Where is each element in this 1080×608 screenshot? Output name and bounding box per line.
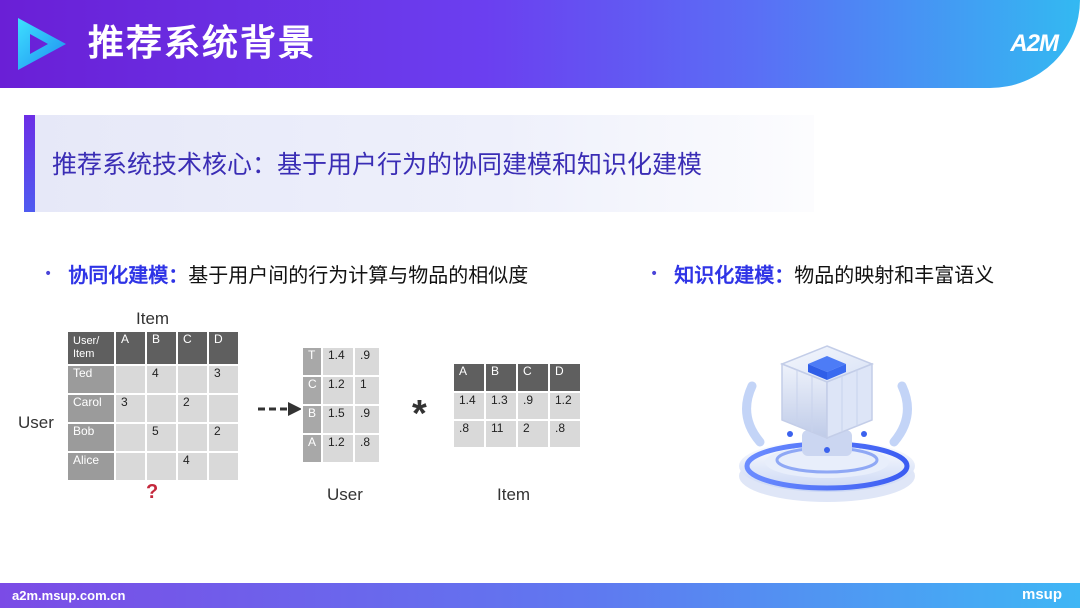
page-title: 推荐系统背景 xyxy=(88,23,317,64)
table-row: C 1.2 1 xyxy=(301,375,381,406)
row-header: Alice xyxy=(66,451,116,482)
matrix-cell: 2 xyxy=(207,422,240,453)
bullet-desc: 物品的映射和丰富语义 xyxy=(794,263,995,287)
row-header: Carol xyxy=(66,393,116,424)
user-axis-label: User xyxy=(18,413,54,432)
matrix-cell: 4 xyxy=(176,451,209,482)
column-header: B xyxy=(145,330,178,366)
item-axis-label: Item xyxy=(136,309,170,328)
matrix-cell: 4 xyxy=(145,364,178,395)
header-bar: 推荐系统背景 A2M xyxy=(0,0,1080,88)
matrix-cell: 2 xyxy=(516,419,550,449)
footer-brand-logo: msup xyxy=(1021,586,1062,603)
column-header: A xyxy=(452,362,486,393)
column-header: D xyxy=(207,330,240,366)
bullet-collaborative: • 协同化建模： 基于用户间的行为计算与物品的相似度 xyxy=(44,259,528,288)
column-header: D xyxy=(548,362,582,393)
row-header: C xyxy=(301,375,323,406)
column-header: B xyxy=(484,362,518,393)
matrix-cell: .8 xyxy=(452,419,486,449)
bullet-dot: • xyxy=(650,265,659,282)
user-factor-matrix: T 1.4 .9 C 1.2 1 B 1.5 .9 A 1.2 .8 xyxy=(301,346,381,464)
table-row: B 1.5 .9 xyxy=(301,404,381,435)
matrix-cell xyxy=(114,364,147,395)
user-matrix-label: User xyxy=(327,485,363,504)
table-row: Carol 3 2 xyxy=(66,393,240,424)
table-row: Ted 4 3 xyxy=(66,364,240,395)
matrix-corner-cell: User/ Item xyxy=(66,330,116,366)
row-header: B xyxy=(301,404,323,435)
column-header: A xyxy=(114,330,147,366)
item-factor-matrix: A B C D 1.4 1.3 .9 1.2 .8 11 2 .8 xyxy=(452,362,582,449)
matrix-cell xyxy=(114,422,147,453)
table-row: A 1.2 .8 xyxy=(301,433,381,464)
column-header: C xyxy=(176,330,209,366)
banner-text: 推荐系统技术核心：基于用户行为的协同建模和知识化建模 xyxy=(52,150,703,179)
row-header: T xyxy=(301,346,323,377)
matrix-cell: 3 xyxy=(114,393,147,424)
column-header: C xyxy=(516,362,550,393)
matrix-cell: 5 xyxy=(145,422,178,453)
matrix-cell: 11 xyxy=(484,419,518,449)
matrix-cell: 1 xyxy=(353,375,381,406)
footer-url[interactable]: a2m.msup.com.cn xyxy=(12,588,126,603)
table-row: T 1.4 .9 xyxy=(301,346,381,377)
item-matrix-label: Item xyxy=(497,485,531,504)
matrix-cell: 3 xyxy=(207,364,240,395)
bullet-dot: • xyxy=(44,265,53,282)
3d-cube-platform-icon xyxy=(739,345,915,502)
play-logo-icon xyxy=(18,18,66,70)
bullet-term: 协同化建模： xyxy=(68,263,189,287)
matrix-factorization-figure: Item User User/ Item A B C D Ted 4 3 Car… xyxy=(14,305,586,510)
matrix-cell xyxy=(145,393,178,424)
rating-matrix: User/ Item A B C D Ted 4 3 Carol 3 2 Bob… xyxy=(66,330,240,482)
bullet-knowledge: • 知识化建模： 物品的映射和丰富语义 xyxy=(650,259,994,288)
matrix-cell: .8 xyxy=(548,419,582,449)
brand-logo: A2M xyxy=(1010,30,1059,57)
table-row: 1.4 1.3 .9 1.2 xyxy=(452,391,582,421)
dashed-arrow-icon xyxy=(258,402,302,416)
matrix-cell: 1.4 xyxy=(321,346,355,377)
bullet-desc: 基于用户间的行为计算与物品的相似度 xyxy=(188,263,529,287)
footer-bar: a2m.msup.com.cn msup xyxy=(0,583,1080,608)
row-header: Bob xyxy=(66,422,116,453)
row-header: A xyxy=(301,433,323,464)
matrix-cell xyxy=(207,451,240,482)
bullet-term: 知识化建模： xyxy=(674,263,795,287)
core-banner: 推荐系统技术核心：基于用户行为的协同建模和知识化建模 xyxy=(24,115,814,212)
table-row: Bob 5 2 xyxy=(66,422,240,453)
matrix-cell: .8 xyxy=(353,433,381,464)
matrix-cell: .9 xyxy=(353,346,381,377)
matrix-cell: .9 xyxy=(353,404,381,435)
matrix-cell xyxy=(176,364,209,395)
matrix-cell: 1.4 xyxy=(452,391,486,421)
matrix-cell xyxy=(207,393,240,424)
matrix-cell: 1.5 xyxy=(321,404,355,435)
matrix-cell: .9 xyxy=(516,391,550,421)
row-header: Ted xyxy=(66,364,116,395)
multiply-operator: * xyxy=(412,393,427,435)
matrix-cell xyxy=(176,422,209,453)
table-row: .8 11 2 .8 xyxy=(452,419,582,449)
matrix-cell: 2 xyxy=(176,393,209,424)
matrix-cell: 1.2 xyxy=(321,433,355,464)
matrix-cell: 1.2 xyxy=(548,391,582,421)
unknown-mark: ? xyxy=(146,481,159,503)
table-row: Alice 4 xyxy=(66,451,240,482)
banner-accent-bar xyxy=(24,115,35,212)
matrix-cell: 1.2 xyxy=(321,375,355,406)
matrix-cell xyxy=(145,451,178,482)
matrix-cell: 1.3 xyxy=(484,391,518,421)
matrix-cell xyxy=(114,451,147,482)
